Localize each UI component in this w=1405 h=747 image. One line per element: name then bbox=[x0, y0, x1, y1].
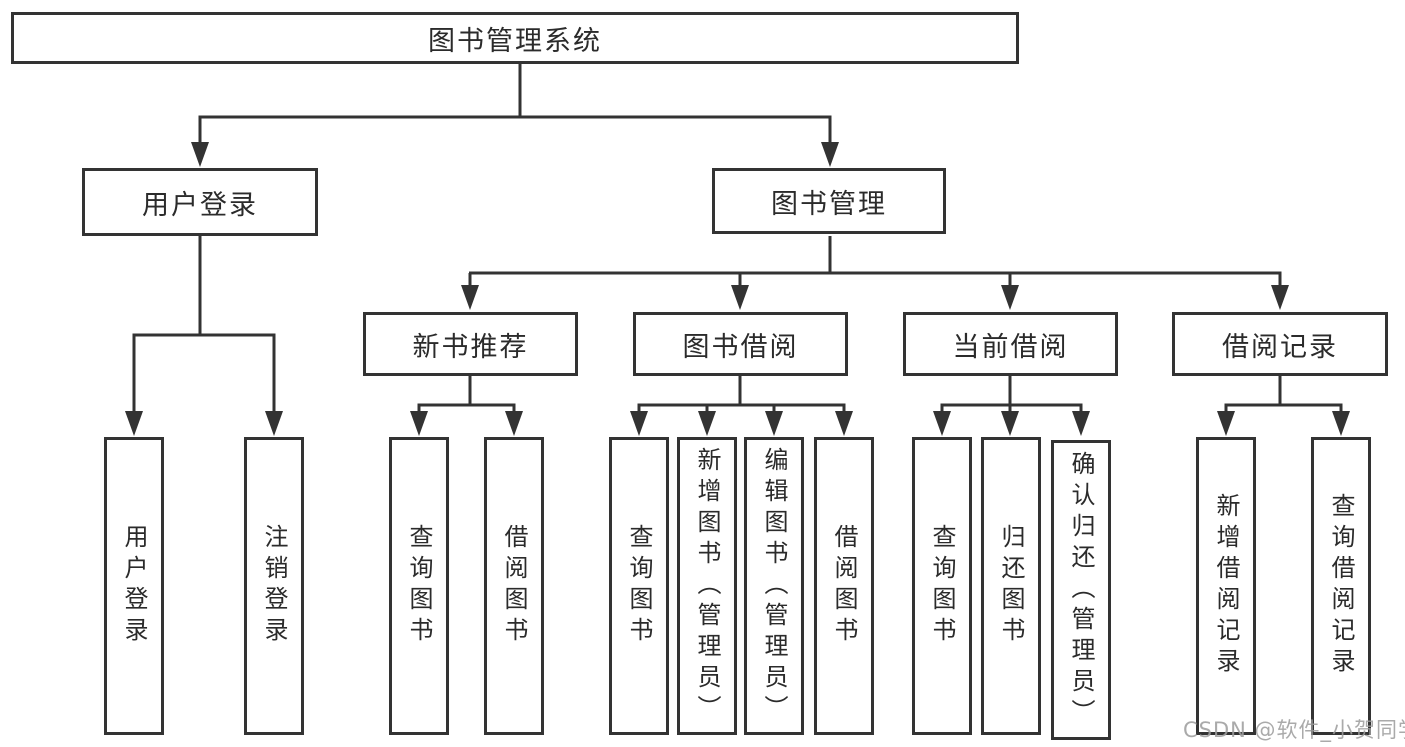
leaf-query-books-recommend: 查询图书 bbox=[389, 437, 449, 735]
node-new-book-recommend: 新书推荐 bbox=[363, 312, 578, 376]
connector-user-login-children bbox=[125, 236, 283, 436]
node-label: 用户登录 bbox=[142, 189, 258, 221]
node-label: 新书推荐 bbox=[412, 331, 529, 363]
node-library-management-system: 图书管理系统 bbox=[11, 12, 1019, 64]
node-label: 查询图书 bbox=[625, 524, 653, 648]
leaf-add-borrow-record: 新增借阅记录 bbox=[1196, 437, 1256, 735]
node-label: 确认归还（管理员） bbox=[1067, 450, 1095, 730]
node-label: 借阅图书 bbox=[830, 524, 858, 648]
node-label: 查询借阅记录 bbox=[1327, 493, 1355, 679]
node-borrow-records: 借阅记录 bbox=[1172, 312, 1388, 376]
node-label: 用户登录 bbox=[120, 524, 148, 648]
leaf-query-books-current: 查询图书 bbox=[912, 437, 972, 735]
leaf-user-login: 用户登录 bbox=[104, 437, 164, 735]
node-label: 当前借阅 bbox=[952, 331, 1069, 363]
leaf-query-books-borrow: 查询图书 bbox=[609, 437, 669, 735]
csdn-watermark: CSDN @软件_小贺同学 bbox=[1183, 718, 1405, 742]
node-label: 查询图书 bbox=[405, 524, 433, 648]
node-label: 归还图书 bbox=[997, 524, 1025, 648]
leaf-add-book-admin: 新增图书（管理员） bbox=[677, 437, 737, 735]
node-label: 查询图书 bbox=[928, 524, 956, 648]
node-label: 新增借阅记录 bbox=[1212, 493, 1240, 679]
connector-current-borrow-children bbox=[933, 376, 1090, 436]
connector-book-borrow-children bbox=[630, 376, 853, 436]
node-current-borrow: 当前借阅 bbox=[903, 312, 1118, 376]
connector-book-management-children bbox=[461, 236, 1289, 310]
node-book-management: 图书管理 bbox=[712, 168, 946, 234]
connector-root-to-level2 bbox=[191, 63, 839, 167]
leaf-borrow-books: 借阅图书 bbox=[814, 437, 874, 735]
node-label: 新增图书（管理员） bbox=[693, 446, 721, 726]
leaf-edit-book-admin: 编辑图书（管理员） bbox=[744, 437, 804, 735]
node-label: 图书管理 bbox=[771, 188, 887, 220]
node-label: 编辑图书（管理员） bbox=[760, 446, 788, 726]
leaf-return-book: 归还图书 bbox=[981, 437, 1041, 735]
node-label: 注销登录 bbox=[260, 524, 288, 648]
node-label: 借阅记录 bbox=[1222, 331, 1338, 363]
node-label: 图书借阅 bbox=[682, 331, 799, 363]
connector-borrow-record-children bbox=[1217, 376, 1350, 436]
node-label: 借阅图书 bbox=[500, 524, 528, 648]
leaf-confirm-return-admin: 确认归还（管理员） bbox=[1051, 440, 1111, 740]
node-label: 图书管理系统 bbox=[428, 25, 602, 57]
leaf-logout: 注销登录 bbox=[244, 437, 304, 735]
node-book-borrow: 图书借阅 bbox=[633, 312, 848, 376]
leaf-query-borrow-record: 查询借阅记录 bbox=[1311, 437, 1371, 735]
connector-new-book-children bbox=[410, 376, 523, 436]
leaf-borrow-books-recommend: 借阅图书 bbox=[484, 437, 544, 735]
node-user-login: 用户登录 bbox=[82, 168, 318, 236]
